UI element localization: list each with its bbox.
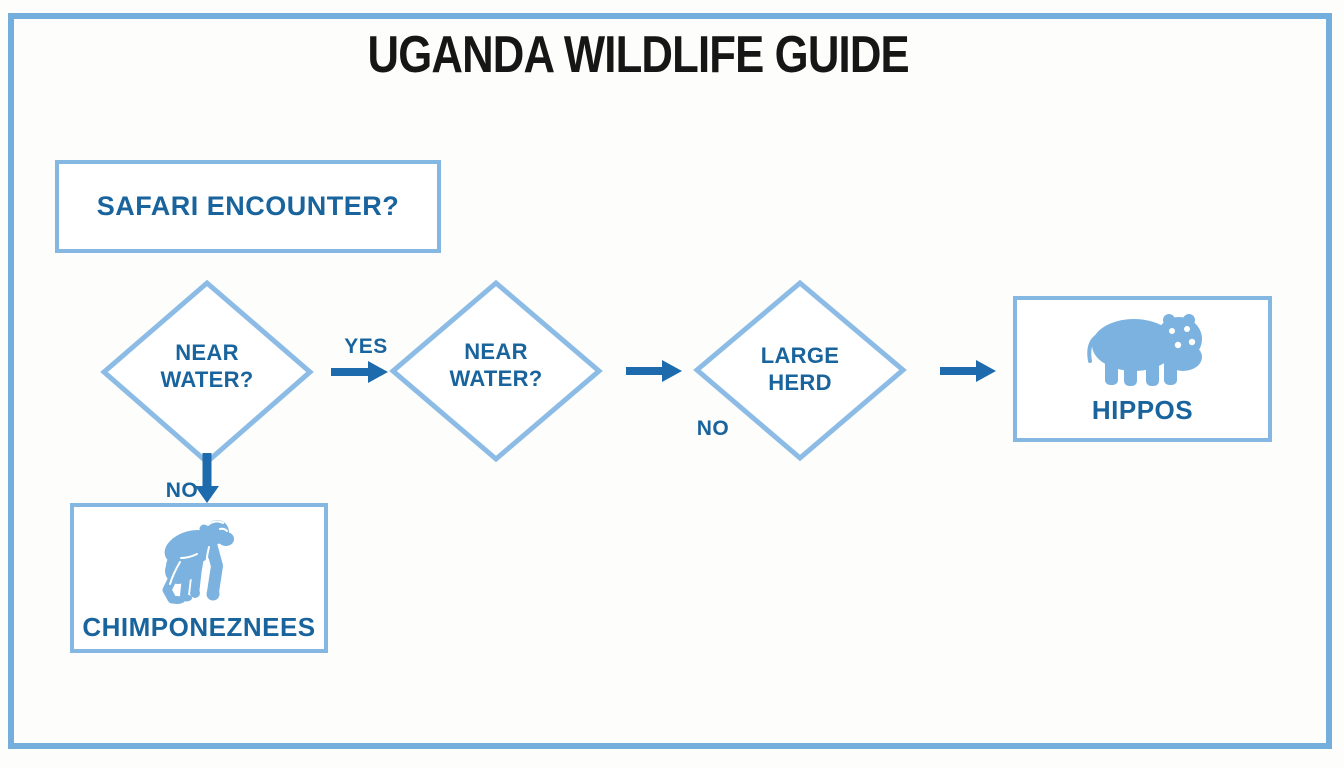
flow-arrow-icon-3 <box>940 360 996 382</box>
no-down-arrow-icon <box>195 453 219 503</box>
result-box-chimpanzees: CHIMPONEZNEES <box>70 503 328 653</box>
decision-label-near-water-2: NEAR WATER? <box>449 339 543 392</box>
decision-label-near-water-1: NEAR WATER? <box>160 340 254 393</box>
hippo-icon <box>1086 313 1202 386</box>
result-label-hippos: HIPPOS <box>1091 394 1194 425</box>
page-title: UGANDA WILDLIFE GUIDE <box>0 28 1276 83</box>
edge-label-no-herd: NO <box>696 417 730 440</box>
flow-arrow-icon-2 <box>626 360 682 382</box>
yes-arrow-icon <box>331 361 388 383</box>
edge-label-yes: YES <box>344 335 388 358</box>
page-title-text: UGANDA WILDLIFE GUIDE <box>367 26 909 84</box>
result-box-hippos: HIPPOS <box>1013 296 1272 442</box>
decision-diamond-near-water-2 <box>389 279 603 463</box>
chimpanzee-icon <box>162 519 234 604</box>
start-box-label: SAFARI ENCOUNTER? <box>96 191 400 221</box>
decision-diamond-large-herd <box>693 279 907 462</box>
decision-label-large-herd: LARGE HERD <box>760 343 840 396</box>
start-box-safari-encounter: SAFARI ENCOUNTER? <box>55 160 441 253</box>
edge-label-no-chimps: NO <box>165 479 199 502</box>
result-label-chimpanzees: CHIMPONEZNEES <box>82 611 316 642</box>
